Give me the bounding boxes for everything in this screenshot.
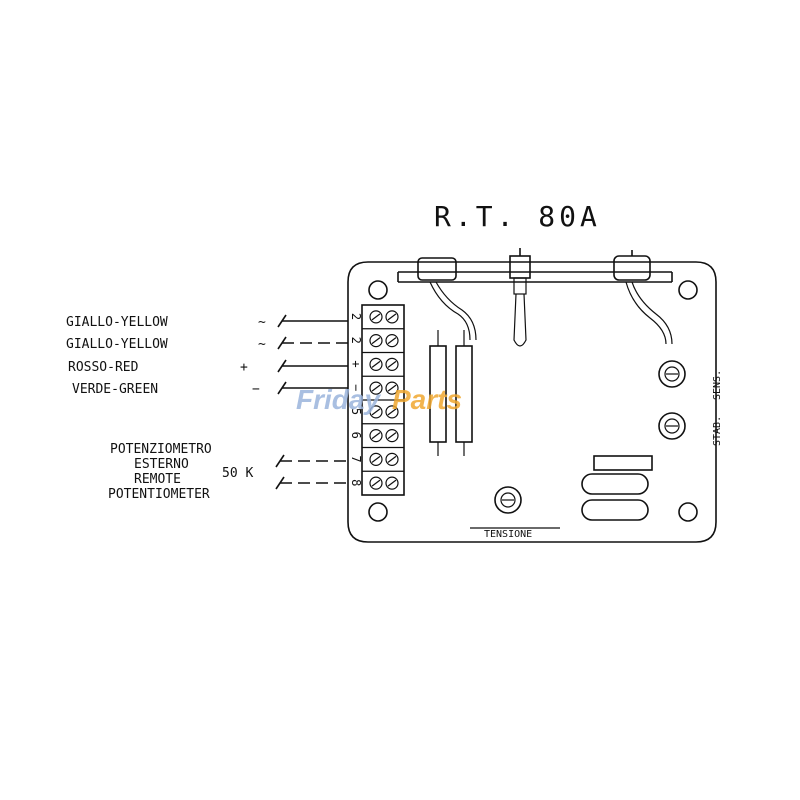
watermark-text-b: Parts — [392, 384, 462, 415]
trimmer-sens — [658, 412, 686, 440]
terminal-screw-icon — [369, 405, 383, 419]
terminal-number: 6 — [349, 432, 363, 439]
terminal-screw-icon — [369, 452, 383, 466]
wire-label-green: VERDE-GREEN — [72, 382, 158, 397]
symbol-plus: + — [240, 360, 248, 375]
terminal-screw-icon — [369, 429, 383, 443]
label-stab: STAB. — [712, 416, 723, 446]
board-slot-2 — [581, 499, 649, 521]
terminal-screw-icon — [385, 381, 399, 395]
board-outline — [347, 261, 717, 543]
top-bracket — [397, 248, 673, 347]
terminal-screw-icon — [385, 310, 399, 324]
pot-label-line2: ESTERNO — [134, 457, 189, 472]
pot-label-line4: POTENTIOMETER — [108, 487, 210, 502]
terminal-number: 2 — [349, 313, 363, 320]
wire-label-red: ROSSO-RED — [68, 360, 139, 375]
terminal-number: 5 — [349, 408, 363, 415]
terminal-number: 7 — [349, 455, 363, 462]
terminal-screw-icon — [369, 381, 383, 395]
wire-label-yellow-1: GIALLO-YELLOW — [66, 315, 168, 330]
trimmer-stab — [658, 360, 686, 388]
terminal-number: 8 — [349, 479, 363, 486]
mounting-holes — [368, 280, 698, 522]
symbol-ac-2: ~ — [258, 337, 266, 352]
terminal-number: + — [349, 360, 363, 367]
board-slot-1 — [581, 473, 649, 495]
diagram-title: R.T. 80A — [434, 200, 601, 233]
terminal-screw-icon — [385, 357, 399, 371]
terminal-screw-icon — [385, 429, 399, 443]
terminal-number: − — [349, 384, 363, 391]
label-tensione: TENSIONE — [484, 529, 532, 540]
pot-value: 50 K — [222, 466, 253, 481]
board-component — [593, 455, 653, 471]
symbol-ac-1: ~ — [258, 315, 266, 330]
trimmer-tensione — [494, 486, 522, 514]
terminal-screw-icon — [369, 476, 383, 490]
watermark-text-a: Friday — [296, 384, 381, 415]
terminal-block — [361, 304, 405, 496]
terminal-screw-icon — [369, 357, 383, 371]
label-sens: SENS. — [712, 370, 723, 400]
terminal-screw-icon — [385, 334, 399, 348]
symbol-minus: − — [252, 382, 260, 397]
wire-label-yellow-2: GIALLO-YELLOW — [66, 337, 168, 352]
wires — [275, 314, 348, 490]
resistors — [429, 330, 473, 456]
terminal-screw-icon — [369, 310, 383, 324]
watermark-logo: Friday Parts — [296, 384, 462, 415]
pot-label-line3: REMOTE — [134, 472, 181, 487]
terminal-numbers: 2 2 + − 5 6 7 8 — [349, 313, 363, 486]
terminal-screw-icon — [385, 405, 399, 419]
pot-label-line1: POTENZIOMETRO — [110, 442, 212, 457]
terminal-number: 2 — [349, 337, 363, 344]
terminal-screw-icon — [369, 334, 383, 348]
terminal-screw-icon — [385, 452, 399, 466]
terminal-screw-icon — [385, 476, 399, 490]
